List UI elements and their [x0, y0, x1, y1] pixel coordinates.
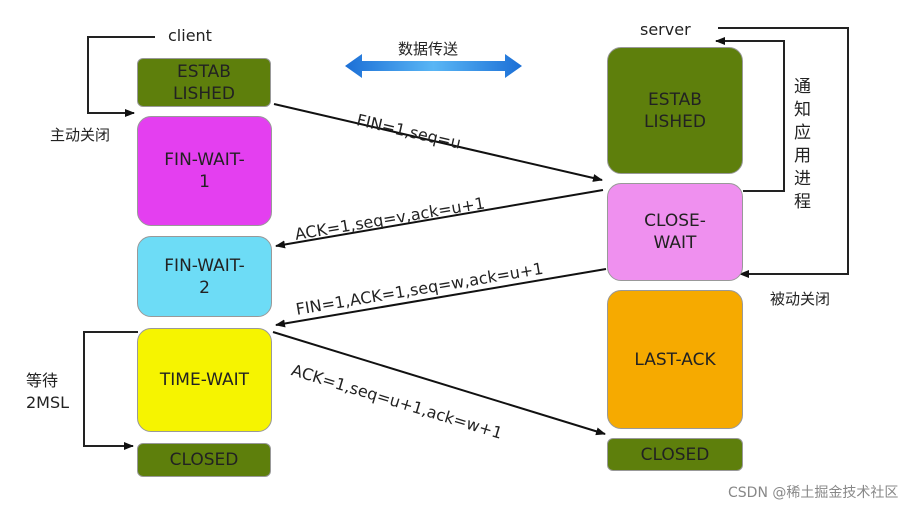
client-state-closed: CLOSED: [137, 443, 271, 477]
message-arrow-4: [272, 331, 606, 436]
notify-app-connector: [715, 37, 785, 192]
client-state-time-wait: TIME-WAIT: [137, 328, 272, 432]
active-close-label: 主动关闭: [50, 126, 111, 144]
passive-close-connector: [718, 27, 849, 278]
server-state-last-ack: LAST-ACK: [607, 290, 743, 429]
wait-2msl-connector: [83, 331, 138, 450]
active-close-connector: [87, 36, 155, 117]
wait-2msl-label: 等待 2MSL: [26, 371, 70, 412]
data-transfer-label: 数据传送: [398, 40, 459, 58]
client-label: client: [168, 26, 212, 45]
client-state-fin-wait-2: FIN-WAIT- 2: [137, 236, 272, 317]
server-state-close-wait: CLOSE- WAIT: [607, 183, 743, 281]
watermark: CSDN @稀土掘金技术社区: [728, 485, 899, 501]
message-arrow-2: [275, 189, 604, 249]
server-state-established: ESTAB LISHED: [607, 47, 743, 174]
message-arrow-3: [275, 268, 607, 328]
notify-app-label: 通知应用进程: [794, 77, 811, 212]
client-state-established: ESTAB LISHED: [137, 58, 271, 107]
server-label: server: [640, 20, 691, 39]
server-state-closed: CLOSED: [607, 438, 743, 471]
message-arrow-1: [273, 103, 603, 182]
data-transfer-arrow: [345, 54, 522, 78]
client-state-fin-wait-1: FIN-WAIT- 1: [137, 116, 272, 226]
passive-close-label: 被动关闭: [770, 290, 831, 308]
